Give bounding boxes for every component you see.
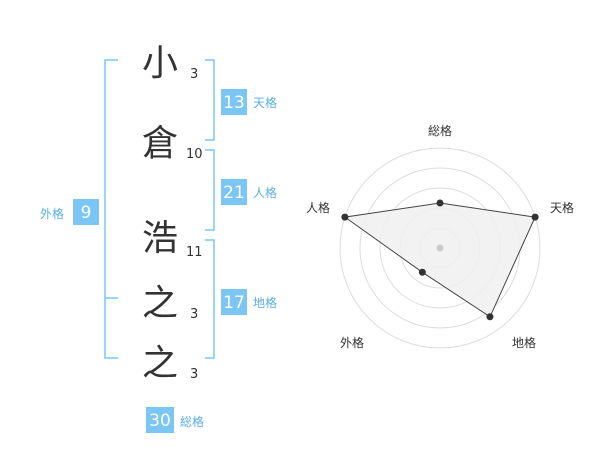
gaikaku-value: 9 xyxy=(81,203,92,223)
gaikaku-bracket xyxy=(104,59,118,359)
radar-center-dot xyxy=(436,244,444,252)
jinkaku-value: 21 xyxy=(223,183,245,203)
name-char-3: 浩 xyxy=(142,218,178,259)
radar-ring xyxy=(339,147,541,349)
radar-polygon xyxy=(343,202,536,318)
soukaku-value: 30 xyxy=(149,411,171,431)
radar-chart: 総格 天格 地格 外格 人格 xyxy=(306,123,574,350)
radar-label-gaikaku: 外格 xyxy=(340,335,364,350)
name-char-3-strokes: 11 xyxy=(186,245,203,260)
radar-point-3 xyxy=(418,268,426,276)
radar-point-1 xyxy=(531,213,539,221)
soukaku-label: 総格 xyxy=(180,414,204,429)
chikaku-label: 地格 xyxy=(253,295,277,310)
name-char-2-strokes: 10 xyxy=(186,147,203,162)
radar-label-tenkaku: 天格 xyxy=(550,200,574,215)
gaikaku-label: 外格 xyxy=(40,206,64,221)
chikaku-bracket xyxy=(205,239,215,359)
name-char-2: 倉 xyxy=(142,123,178,164)
name-char-5-strokes: 3 xyxy=(190,367,198,382)
name-char-5: 之 xyxy=(142,343,178,384)
name-char-4: 之 xyxy=(142,283,178,324)
tenkaku-label: 天格 xyxy=(253,95,277,110)
jinkaku-label: 人格 xyxy=(253,185,277,200)
name-char-1: 小 xyxy=(142,43,178,84)
soukaku-box xyxy=(146,407,174,433)
radar-point-4 xyxy=(341,213,349,221)
tenkaku-value: 13 xyxy=(223,93,245,113)
radar-point-2 xyxy=(486,313,494,321)
name-char-1-strokes: 3 xyxy=(190,67,198,82)
radar-label-chikaku: 地格 xyxy=(512,335,536,350)
name-char-4-strokes: 3 xyxy=(190,307,198,322)
jinkaku-box xyxy=(221,179,247,205)
radar-point-0 xyxy=(436,199,444,207)
tenkaku-box xyxy=(221,89,247,115)
radar-points xyxy=(341,199,539,321)
chikaku-value: 17 xyxy=(223,293,245,313)
radar-label-jinkaku: 人格 xyxy=(306,200,330,215)
gaikaku-box xyxy=(73,199,99,225)
tenkaku-bracket xyxy=(205,59,215,141)
chikaku-box xyxy=(221,289,247,315)
radar-label-soukaku: 総格 xyxy=(428,123,452,138)
jinkaku-bracket xyxy=(205,149,215,231)
